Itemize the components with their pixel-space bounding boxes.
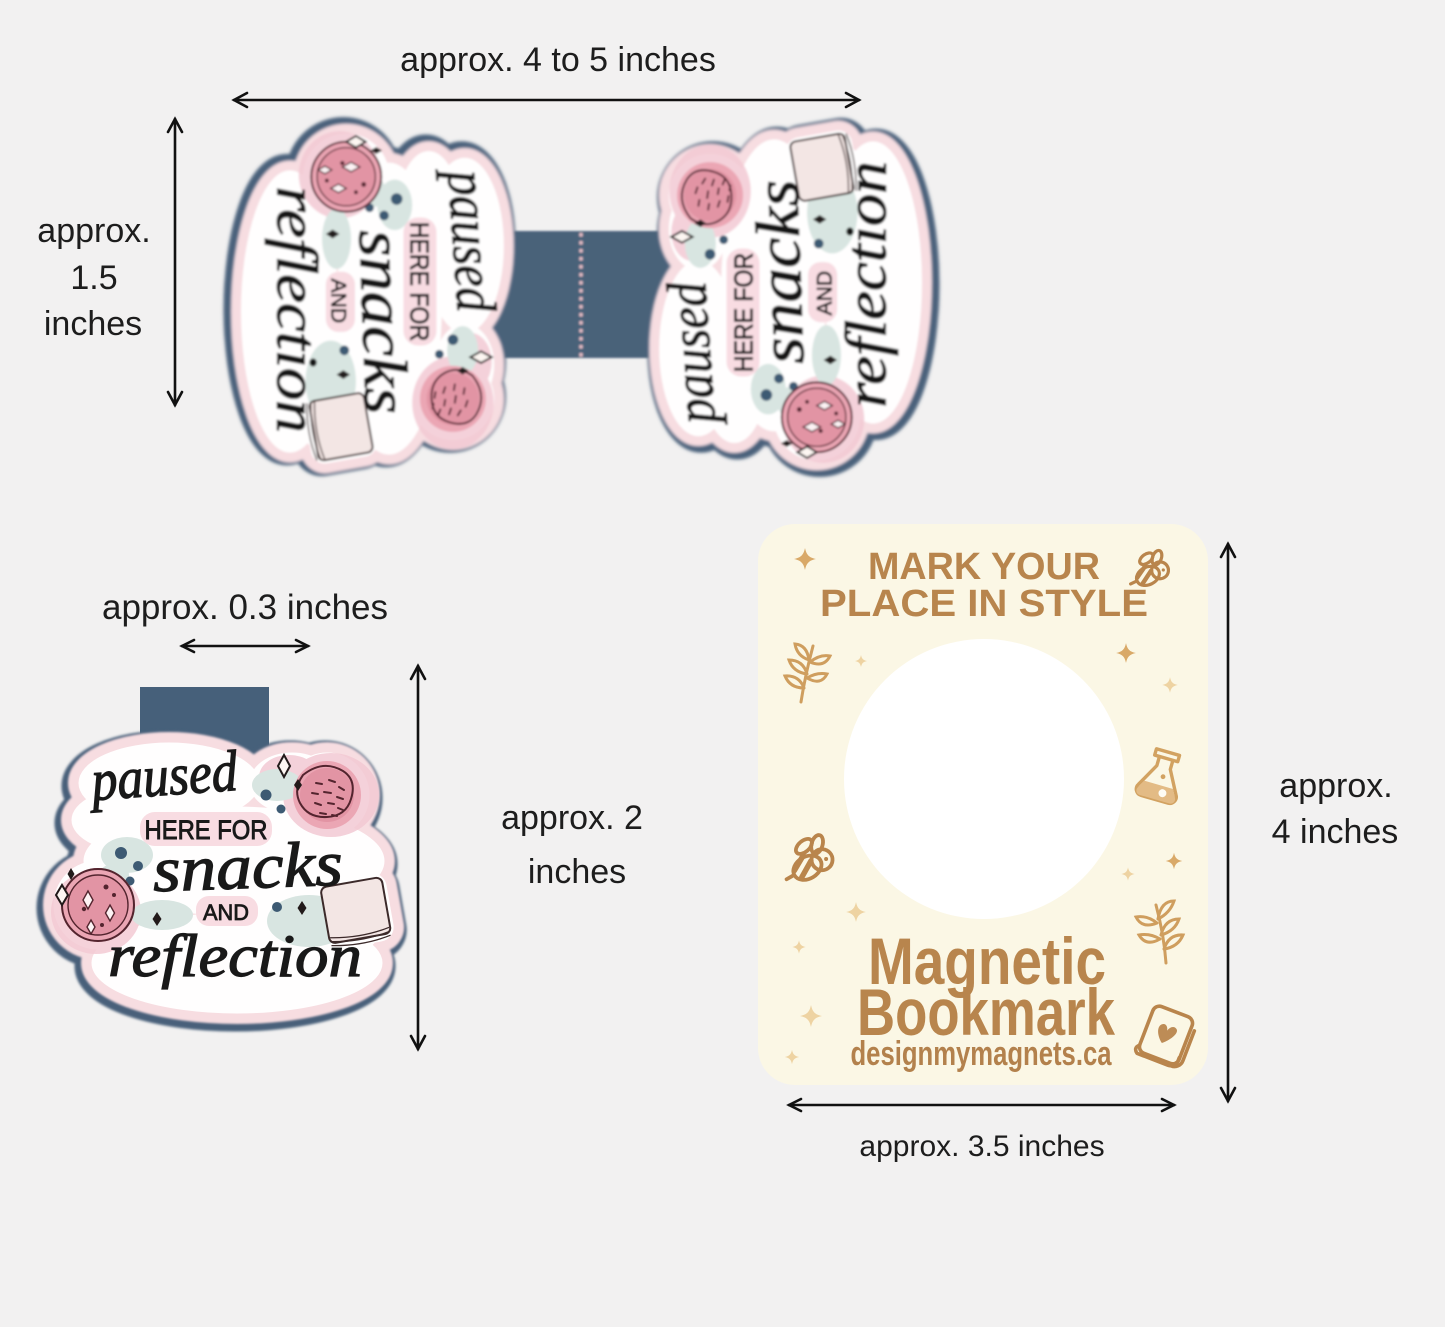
svg-text:approx.: approx.: [1279, 767, 1392, 805]
svg-text:1.5: 1.5: [70, 259, 117, 297]
svg-text:inches: inches: [44, 305, 142, 343]
svg-text:Magnetic: Magnetic: [868, 924, 1106, 998]
svg-text:Bookmark: Bookmark: [857, 975, 1115, 1049]
svg-text:PLACE IN STYLE: PLACE IN STYLE: [820, 583, 1148, 625]
svg-text:approx. 2: approx. 2: [501, 799, 643, 837]
svg-text:approx. 3.5 inches: approx. 3.5 inches: [859, 1130, 1104, 1163]
svg-text:inches: inches: [528, 853, 626, 891]
svg-text:designmymagnets.ca: designmymagnets.ca: [851, 1035, 1113, 1073]
svg-text:approx. 4 to 5 inches: approx. 4 to 5 inches: [400, 41, 716, 79]
svg-text:approx.: approx.: [37, 212, 150, 250]
svg-text:MARK YOUR: MARK YOUR: [868, 546, 1100, 588]
svg-text:approx. 0.3 inches: approx. 0.3 inches: [102, 588, 388, 627]
svg-text:4 inches: 4 inches: [1272, 813, 1399, 851]
